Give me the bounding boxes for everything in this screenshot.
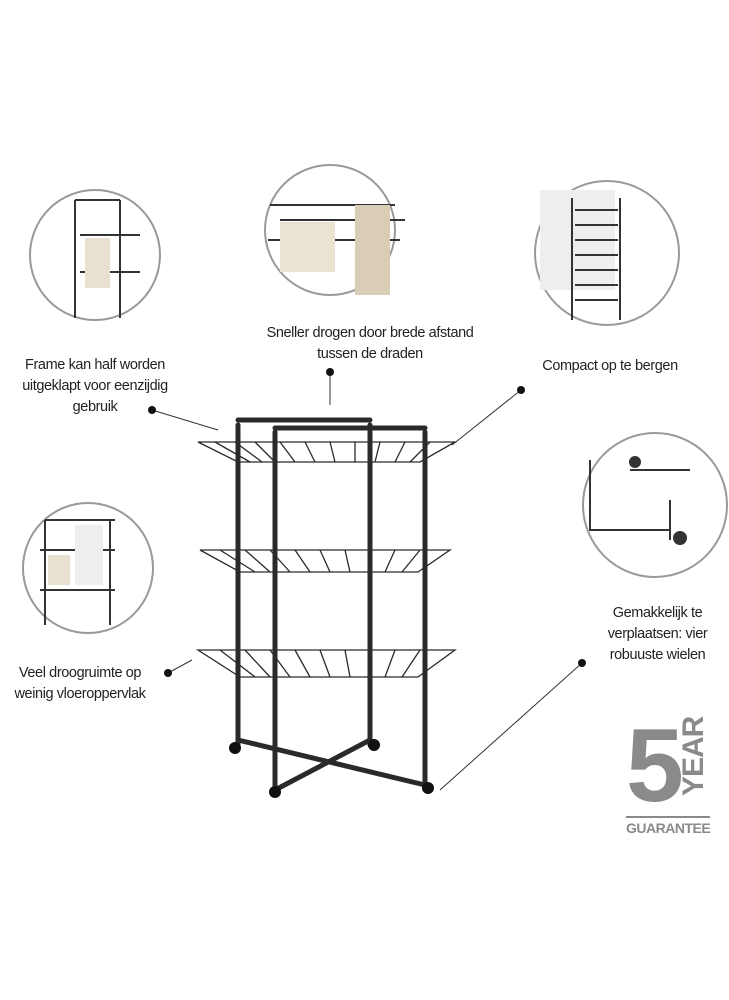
caption-line: uitgeklapt voor eenzijdig xyxy=(22,378,168,394)
caption-line: gebruik xyxy=(72,399,118,415)
caption-drying-space: Veel droogruimte op weinig vloeroppervla… xyxy=(0,663,160,705)
guarantee-year: YEAR xyxy=(677,716,710,796)
caption-line: robuuste wielen xyxy=(609,647,706,663)
caption-line: tussen de draden xyxy=(317,346,423,362)
pointer-dot xyxy=(148,406,156,414)
caption-line: Compact op te bergen xyxy=(542,358,678,374)
guarantee-number: 5 xyxy=(626,708,684,824)
caption-line: weinig vloeroppervlak xyxy=(14,686,146,702)
caption-line: Veel droogruimte op xyxy=(18,665,142,681)
detail-circle-wheels xyxy=(582,432,728,578)
caption-line: Gemakkelijk te xyxy=(612,605,703,621)
guarantee-label: GUARANTEE xyxy=(626,820,711,836)
pointer-dot xyxy=(578,659,586,667)
pointer-dot xyxy=(164,669,172,677)
guarantee-divider xyxy=(626,816,710,818)
caption-wire-spacing: Sneller drogen door brede afstand tussen… xyxy=(240,323,500,365)
caption-wheels: Gemakkelijk te verplaatsen: vier robuust… xyxy=(585,603,729,666)
caption-line: verplaatsen: vier xyxy=(607,626,708,642)
caption-compact: Compact op te bergen xyxy=(520,356,700,377)
guarantee-badge: 5 YEAR GUARANTEE xyxy=(626,714,711,842)
caption-line: Frame kan half worden xyxy=(25,357,165,373)
pointer-dot xyxy=(517,386,525,394)
pointer-dot xyxy=(326,368,334,376)
caption-line: Sneller drogen door brede afstand xyxy=(266,325,474,341)
caption-half-frame: Frame kan half worden uitgeklapt voor ee… xyxy=(0,355,190,418)
